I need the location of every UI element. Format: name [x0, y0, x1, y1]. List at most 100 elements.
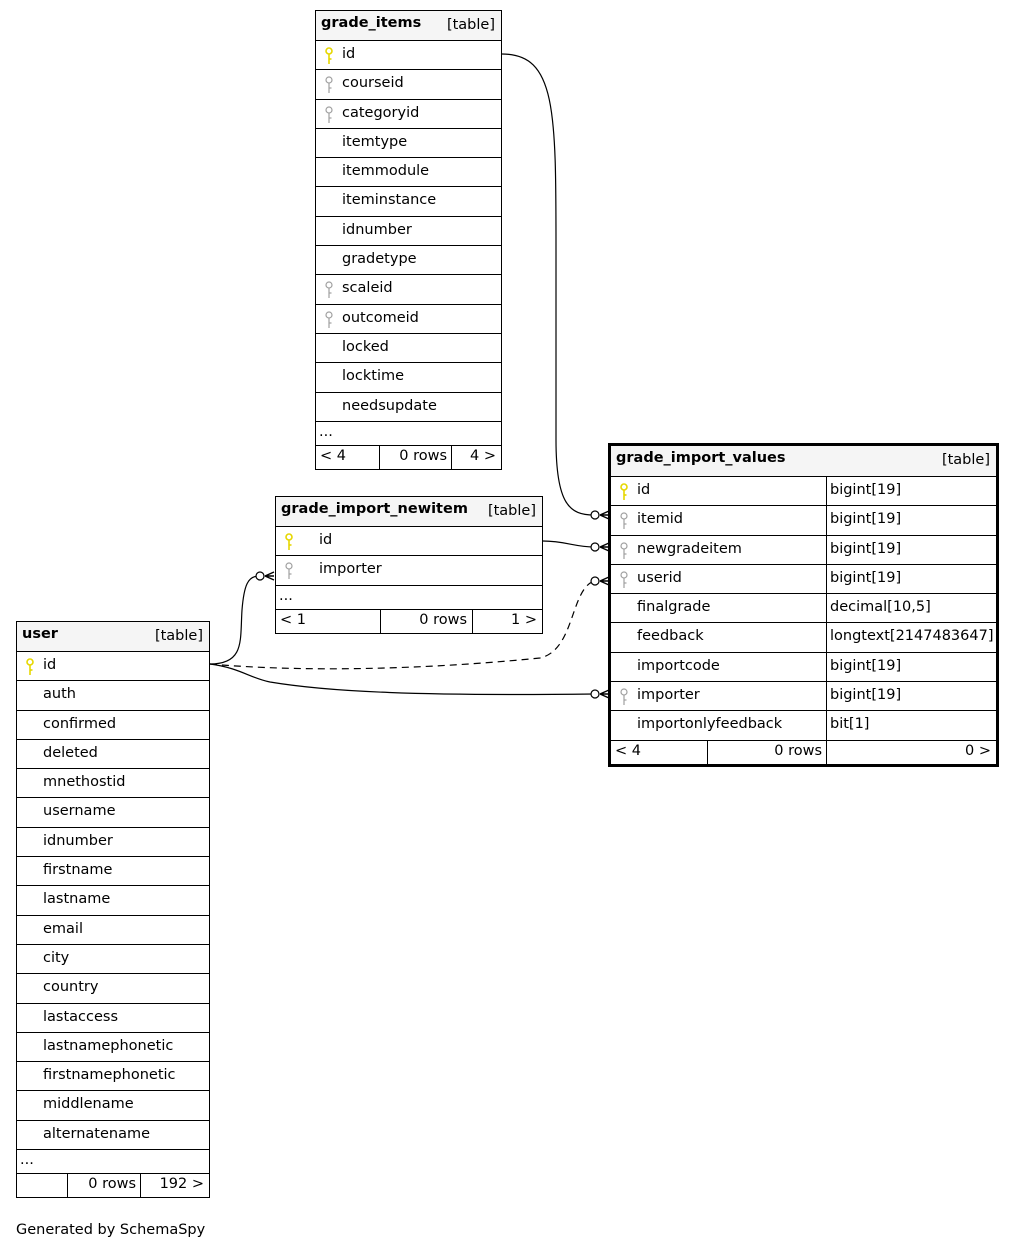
more-columns-ellipsis: ...: [319, 423, 333, 440]
table-name: user: [22, 626, 58, 642]
column-name: locktime: [342, 368, 405, 385]
footer-divider: [707, 740, 708, 764]
column-row[interactable]: idnumber: [316, 215, 501, 245]
column-divider: [826, 711, 827, 740]
table-kind: [table]: [446, 17, 495, 33]
column-row[interactable]: middlename: [17, 1090, 209, 1119]
column-row[interactable]: importer: [276, 555, 542, 584]
column-row[interactable]: outcomeid: [316, 303, 501, 333]
column-row[interactable]: id: [17, 651, 209, 680]
table-name: grade_items: [321, 15, 422, 31]
column-name: email: [43, 920, 83, 937]
children-count[interactable]: 0 >: [965, 742, 991, 759]
parents-count[interactable]: < 4: [320, 447, 346, 464]
column-name: middlename: [43, 1096, 134, 1113]
column-row[interactable]: newgradeitem bigint[19]: [611, 534, 996, 564]
column-row[interactable]: id: [276, 526, 542, 555]
column-row[interactable]: itemtype: [316, 127, 501, 157]
generated-by-note: Generated by SchemaSpy: [16, 1222, 206, 1238]
column-row[interactable]: lastnamephonetic: [17, 1031, 209, 1061]
column-row[interactable]: mnethostid: [17, 768, 209, 797]
more-columns-row[interactable]: ...: [17, 1149, 209, 1173]
column-name: categoryid: [342, 104, 420, 121]
column-row[interactable]: categoryid: [316, 98, 501, 128]
column-name: idnumber: [342, 221, 412, 238]
column-row[interactable]: locked: [316, 332, 501, 362]
column-type: longtext[2147483647]: [830, 628, 994, 645]
column-name: importer: [637, 687, 700, 704]
table-header: grade_items [table]: [316, 11, 501, 40]
table-header: grade_import_values[table]: [611, 446, 996, 476]
column-divider: [826, 477, 827, 506]
column-row[interactable]: courseid: [316, 69, 501, 98]
column-row[interactable]: locktime: [316, 362, 501, 391]
footer-divider: [380, 609, 381, 633]
column-name: courseid: [342, 75, 404, 92]
foreign-key-icon: [619, 571, 629, 589]
column-row[interactable]: needsupdate: [316, 391, 501, 421]
column-name: newgradeitem: [637, 540, 742, 557]
column-row[interactable]: scaleid: [316, 274, 501, 303]
column-row[interactable]: lastname: [17, 885, 209, 914]
primary-key-icon: [284, 533, 294, 551]
column-divider: [826, 535, 827, 564]
footer-divider: [67, 1174, 68, 1198]
more-columns-row[interactable]: ...: [316, 420, 501, 445]
column-row[interactable]: auth: [17, 680, 209, 709]
column-name: confirmed: [43, 715, 117, 732]
column-row[interactable]: gradetype: [316, 245, 501, 274]
foreign-key-icon: [324, 105, 334, 124]
column-divider: [826, 564, 827, 594]
footer-divider: [140, 1174, 141, 1198]
table-kind: [table]: [487, 503, 536, 519]
children-count[interactable]: 1 >: [511, 611, 537, 628]
column-row[interactable]: email: [17, 914, 209, 944]
column-row[interactable]: city: [17, 943, 209, 973]
column-name: city: [43, 949, 70, 966]
column-row[interactable]: lastaccess: [17, 1002, 209, 1032]
foreign-key-icon: [324, 76, 334, 94]
column-name: itemid: [637, 511, 683, 528]
table-kind: [table]: [154, 628, 203, 644]
column-name: finalgrade: [637, 599, 711, 616]
children-count[interactable]: 4 >: [470, 447, 496, 464]
column-row[interactable]: country: [17, 973, 209, 1002]
column-name: scaleid: [342, 280, 393, 297]
column-row[interactable]: confirmed: [17, 709, 209, 739]
column-row[interactable]: id: [316, 40, 501, 69]
column-row[interactable]: firstname: [17, 856, 209, 885]
column-row[interactable]: firstnamephonetic: [17, 1061, 209, 1090]
column-type: bigint[19]: [830, 569, 902, 586]
footer-divider: [826, 740, 827, 764]
column-name: gradetype: [342, 251, 417, 268]
column-row[interactable]: deleted: [17, 738, 209, 768]
column-type: bigint[19]: [830, 540, 902, 557]
more-columns-ellipsis: ...: [279, 587, 293, 604]
table-grade-items[interactable]: grade_items [table] id courseid categoryid it…: [315, 10, 502, 470]
primary-key-icon: [324, 47, 334, 65]
column-row[interactable]: alternatename: [17, 1119, 209, 1149]
parents-count[interactable]: < 1: [280, 611, 306, 628]
column-row[interactable]: username: [17, 797, 209, 826]
more-columns-row[interactable]: ...: [276, 584, 542, 609]
children-count[interactable]: 192 >: [159, 1176, 204, 1193]
column-name: iteminstance: [342, 192, 437, 209]
parents-count[interactable]: < 4: [615, 742, 641, 759]
column-row[interactable]: idnumber: [17, 826, 209, 856]
foreign-key-icon: [619, 541, 629, 560]
column-row[interactable]: iteminstance: [316, 186, 501, 215]
column-divider: [826, 682, 827, 711]
column-row[interactable]: itemmodule: [316, 157, 501, 186]
